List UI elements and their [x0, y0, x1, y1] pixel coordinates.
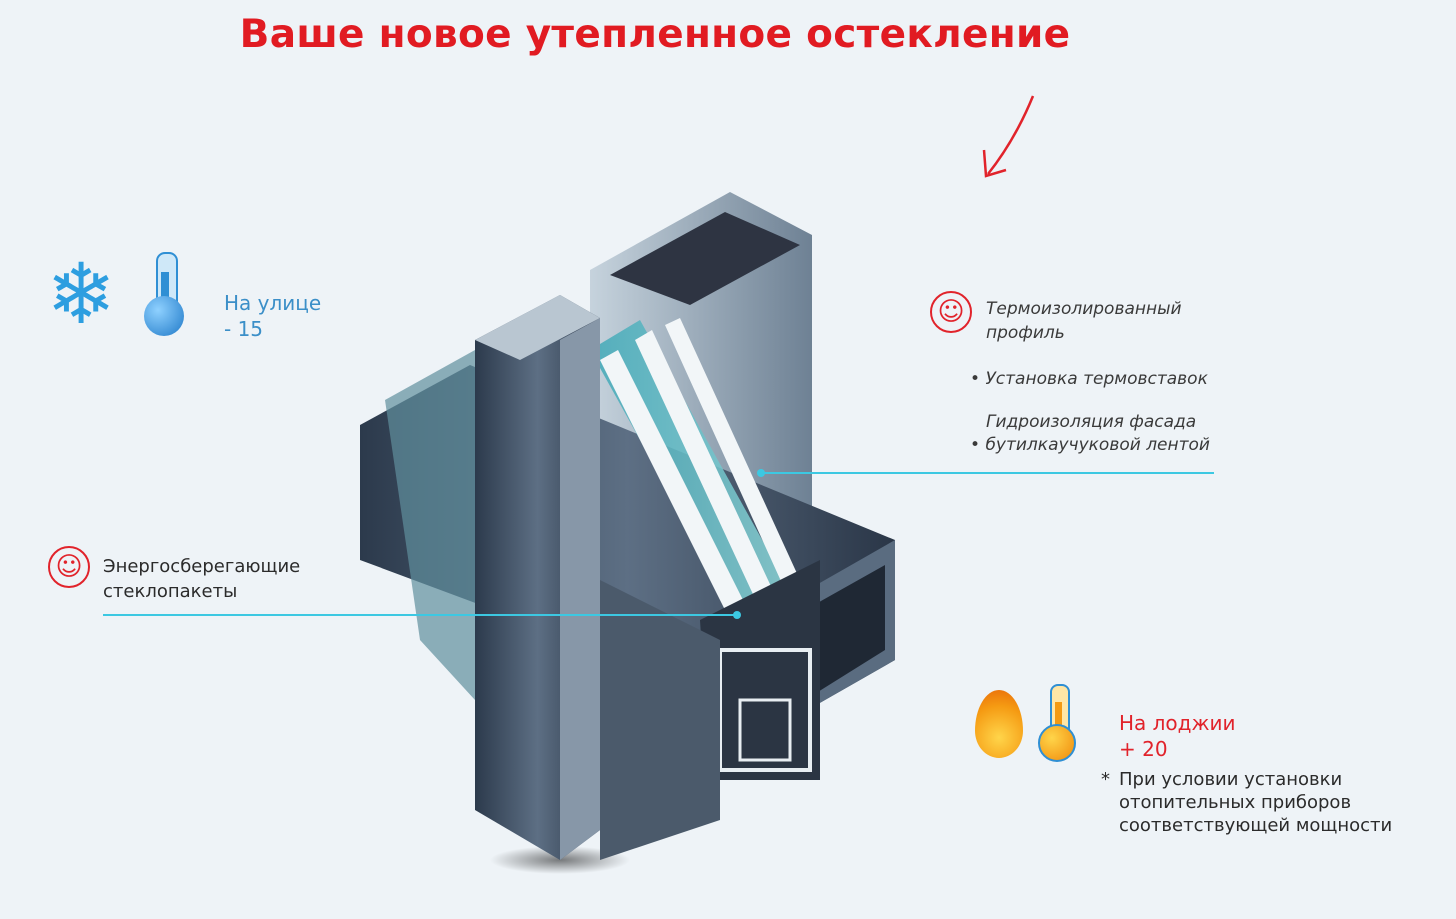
- lower-frame: [600, 580, 720, 860]
- transom-opening: [805, 565, 885, 700]
- leader-dot: [757, 469, 765, 477]
- loggia-temperature: + 20: [1119, 737, 1168, 761]
- loggia-label: На лоджии: [1119, 711, 1236, 735]
- glass-label-line2: стеклопакеты: [103, 581, 238, 602]
- bullet-text: бутилкаучуковой лентой: [985, 435, 1210, 455]
- thermal-insert: [738, 698, 792, 762]
- note-line-1: При условии установки: [1119, 769, 1343, 790]
- glass-pane: [665, 318, 800, 590]
- leader-dot: [733, 611, 741, 619]
- outside-temperature: - 15: [224, 317, 264, 341]
- glass-pane: [600, 350, 748, 620]
- profile-leader-line: [760, 472, 1214, 474]
- glass-leader-line: [103, 614, 740, 616]
- glass-label-line1: Энергосберегающие: [103, 556, 301, 577]
- cold-thermometer-icon: [142, 252, 188, 338]
- left-glass-pane: [385, 350, 475, 700]
- flame-icon: [975, 690, 1023, 758]
- note-asterisk: *: [1101, 769, 1110, 790]
- note-line-2: отопительных приборов: [1119, 792, 1352, 813]
- outside-label: На улице: [224, 291, 322, 315]
- profile-bullet-2-line2: • бутилкаучуковой лентой: [970, 435, 1210, 455]
- glass-pane: [635, 330, 775, 605]
- warm-thermometer-icon: [1036, 684, 1082, 764]
- profile-label-line1: Термоизолированный: [986, 299, 1182, 319]
- mullion-side: [560, 318, 600, 860]
- profile-bullet-2-line1: Гидроизоляция фасада: [986, 412, 1197, 432]
- snowflake-icon: ❄: [46, 245, 117, 343]
- profile-bullet-1: • Установка термовставок: [970, 369, 1208, 389]
- smiley-icon: ☺: [930, 291, 972, 333]
- upper-frame-opening: [610, 212, 800, 305]
- mullion-top: [475, 295, 600, 360]
- note-line-3: соответствующей мощности: [1119, 815, 1393, 836]
- smiley-icon: ☺: [48, 546, 90, 588]
- page-title: Ваше новое утепленное остекление: [239, 12, 1071, 57]
- bullet-text: Установка термовставок: [985, 369, 1208, 389]
- profile-label-line2: профиль: [986, 323, 1065, 343]
